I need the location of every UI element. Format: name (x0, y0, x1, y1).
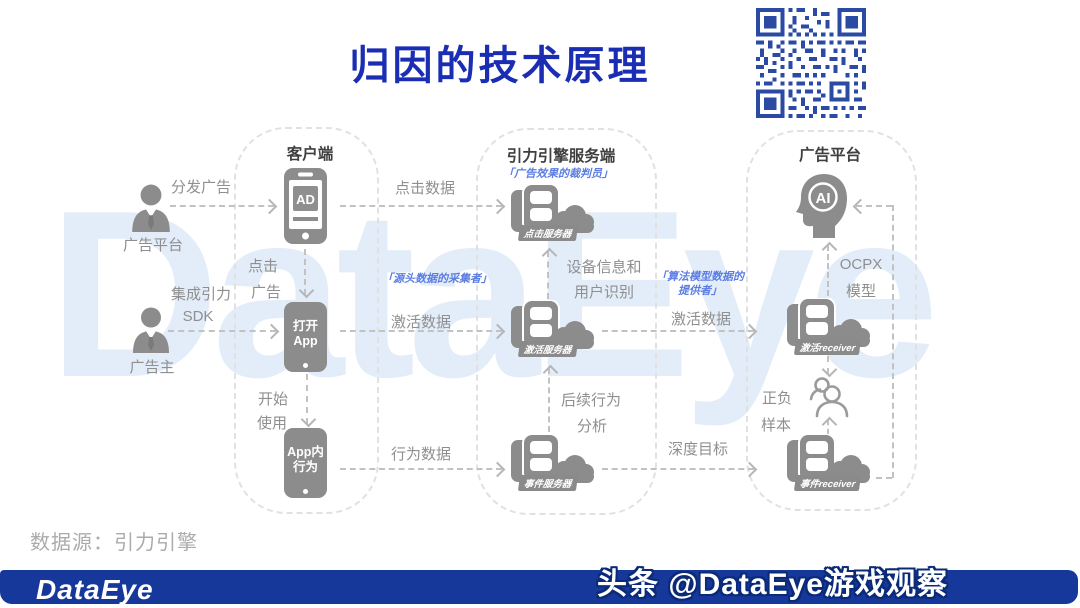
arrow-ocpx-up (827, 245, 829, 296)
ad-platform-actor-label: 广告平台 (122, 237, 184, 254)
click-data-label: 点击数据 (394, 180, 456, 197)
activation-data-right-label: 激活数据 (670, 311, 732, 328)
event-receiver-label: 事件receiver (793, 475, 862, 491)
provider-note-1: 「算法模型数据的 (656, 271, 744, 283)
phone-home-dot (303, 489, 308, 494)
collector-note: 「源头数据的采集者」 (382, 273, 492, 285)
integrate-sdk-label-1: 集成引力 (170, 286, 232, 303)
app-behavior-line2: 行为 (292, 460, 318, 474)
engine-column-title: 引力引擎服务端 (506, 148, 616, 165)
data-source-note: 数据源：引力引擎 (30, 532, 198, 554)
activation-receiver-label: 激活receiver (793, 339, 862, 355)
open-app-line1: 打开 (292, 319, 318, 333)
provider-note-2: 提供者」 (678, 285, 722, 297)
platform-column-box (746, 130, 917, 511)
click-ad-label-2: 广告 (250, 284, 282, 301)
activation-data-left-label: 激活数据 (390, 314, 452, 331)
start-use-label-1: 开始 (257, 391, 289, 408)
arrow-activation-data-left (340, 330, 502, 332)
platform-column-title: 广告平台 (798, 147, 862, 164)
phone-ad-icon: AD (284, 168, 327, 244)
device-info-label-1: 设备信息和 (566, 259, 642, 276)
arrow-feedback-to-ai (856, 205, 892, 207)
followup-label-1: 后续行为 (560, 392, 622, 409)
arrow-start-use-down (306, 374, 308, 424)
feedback-connector (876, 477, 892, 479)
arrow-integrate-sdk (168, 330, 276, 332)
activation-receiver-node: 激活receiver (786, 297, 874, 356)
click-server-node: 点击服务器 (510, 183, 598, 242)
dataeye-logo: DataEye (36, 574, 154, 605)
phone-home-dot (303, 363, 308, 368)
app-behavior-node: App内 行为 (284, 428, 327, 498)
distribute-ad-label: 分发广告 (170, 179, 232, 196)
samples-label-2: 样本 (760, 417, 792, 434)
footer-credit: 头条 @DataEye游戏观察 (597, 568, 948, 601)
arrow-from-event-receiver-up (827, 420, 829, 434)
footer-bar (0, 570, 1078, 604)
followup-label-2: 分析 (576, 418, 608, 435)
arrow-click-data (340, 205, 502, 207)
ocpx-label-2: 模型 (845, 283, 877, 300)
advertiser-actor-label: 广告主 (129, 359, 175, 376)
arrow-behavior-data (340, 468, 502, 470)
client-column-title: 客户端 (286, 146, 334, 163)
audience-people-icon (809, 377, 849, 418)
phone-ad-text: AD (296, 192, 315, 207)
device-info-label-2: 用户识别 (573, 284, 635, 301)
deep-goal-label: 深度目标 (667, 441, 729, 458)
open-app-node: 打开 App (284, 302, 327, 372)
advertiser-person-icon (133, 307, 169, 353)
engine-column-subtitle: 「广告效果的裁判员」 (503, 168, 613, 180)
feedback-loop-line (892, 205, 894, 478)
activation-server-node: 激活服务器 (510, 299, 598, 358)
integrate-sdk-label-2: SDK (182, 308, 214, 325)
event-server-label: 事件服务器 (517, 475, 578, 491)
page-title: 归因的技术原理 (349, 44, 651, 88)
arrow-click-ad-down (304, 249, 306, 295)
arrow-activation-data-right (602, 330, 754, 332)
ai-text: AI (816, 190, 831, 207)
start-use-label-2: 使用 (256, 415, 288, 432)
event-receiver-node: 事件receiver (786, 433, 874, 492)
arrow-device-info-up (547, 251, 549, 299)
click-ad-label-1: 点击 (247, 258, 279, 275)
open-app-line2: App (293, 334, 318, 348)
engine-column-box (476, 128, 657, 515)
app-behavior-line1: App内 (287, 445, 324, 459)
arrow-deep-goal (602, 468, 754, 470)
ai-head-icon: AI (796, 174, 847, 238)
activation-server-label: 激活服务器 (517, 341, 578, 357)
client-column-box (234, 127, 379, 514)
ad-platform-person-icon (132, 184, 170, 232)
arrow-followup-up (548, 368, 550, 432)
arrow-distribute-ad (170, 205, 274, 207)
click-server-label: 点击服务器 (517, 225, 578, 241)
behavior-data-label: 行为数据 (390, 446, 452, 463)
ocpx-label-1: OCPX (839, 256, 883, 273)
samples-label-1: 正负 (761, 390, 793, 407)
qr-code (756, 8, 866, 118)
event-server-node: 事件服务器 (510, 433, 598, 492)
arrow-to-samples-down (827, 356, 829, 374)
